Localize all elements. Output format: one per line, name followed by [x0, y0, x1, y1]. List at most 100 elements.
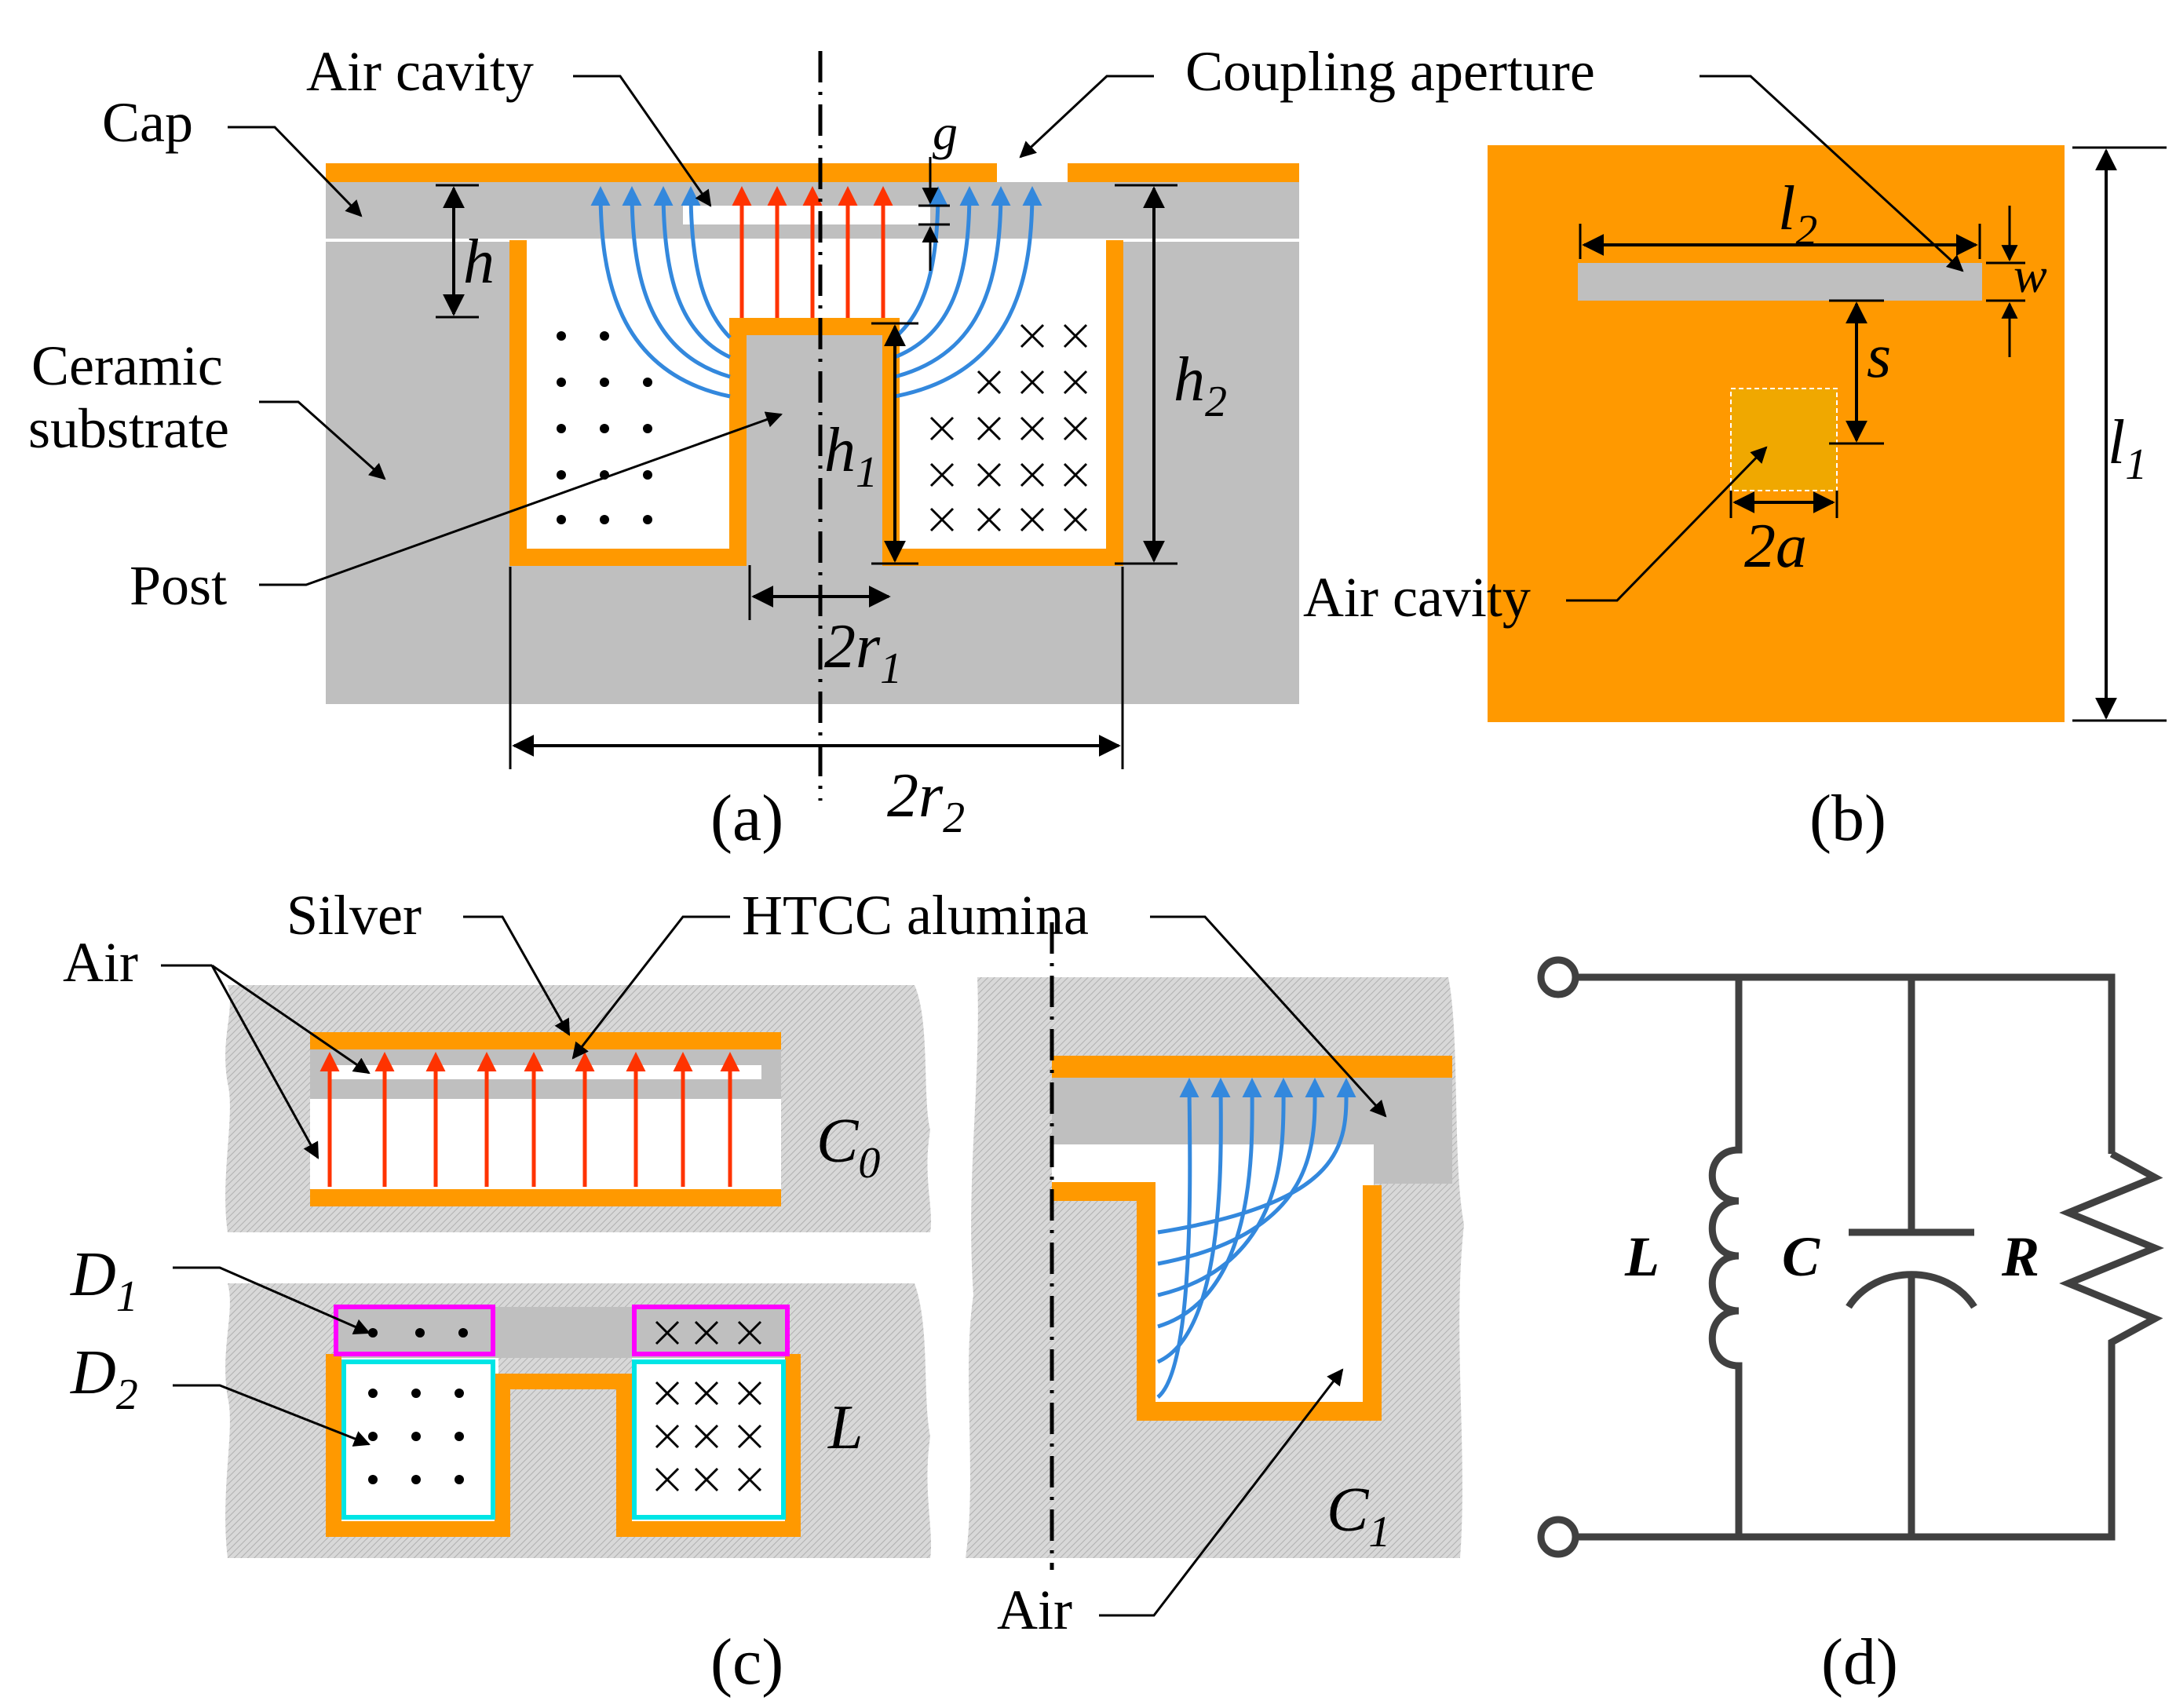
fringing-arrow	[1156, 1078, 1199, 1399]
dim-l1-label: l1	[2108, 408, 2147, 489]
fringing-arrow	[1156, 1078, 1231, 1364]
c0-air-gap	[330, 1065, 761, 1081]
field-dot	[557, 515, 566, 524]
label-silver: Silver	[287, 884, 422, 947]
field-cross	[1020, 370, 1045, 395]
fringing-arrow	[894, 186, 1011, 379]
terminal-top	[1537, 956, 1579, 998]
dim-w-label: w	[2014, 247, 2047, 303]
field-cross	[1020, 323, 1045, 349]
field-cross	[694, 1467, 719, 1492]
field-dot	[600, 424, 609, 433]
field-dot	[600, 378, 609, 387]
field-cross	[977, 370, 1002, 395]
field-cross	[1063, 507, 1088, 532]
c1-fringing-arrows	[1156, 1078, 1356, 1399]
field-dot	[600, 515, 609, 524]
l-left-cavity	[334, 1358, 498, 1527]
fringing-arrow	[1157, 1078, 1294, 1297]
l-right-cavity	[632, 1358, 789, 1527]
wire-bottom	[1575, 1358, 2116, 1541]
coupling-slot	[1578, 263, 1982, 301]
field-dot	[455, 1389, 464, 1398]
field-cross	[929, 462, 955, 487]
dim-h-label: h	[463, 228, 495, 297]
cap-silver-right	[1068, 163, 1299, 182]
label-cap: Cap	[102, 91, 193, 154]
label-capacitor: C	[1782, 1225, 1820, 1288]
label-d2: D2	[70, 1338, 138, 1419]
resistor	[2059, 1151, 2164, 1358]
dim-h2-label: h2	[1174, 345, 1227, 426]
field-cross	[694, 1381, 719, 1406]
field-dot	[415, 1328, 425, 1338]
label-air-top: Air	[63, 931, 138, 994]
c0-top-silver	[310, 1032, 781, 1049]
field-dot	[458, 1328, 468, 1338]
field-cross	[929, 507, 955, 532]
electric-field-arrows	[732, 186, 893, 318]
caption-c: (c)	[710, 1626, 783, 1699]
fringing-arrow	[1157, 1078, 1325, 1266]
label-c1: C1	[1327, 1476, 1390, 1557]
field-cross	[1020, 507, 1045, 532]
fringing-arrow	[681, 186, 732, 339]
label-coupling-aperture: Coupling aperture	[1185, 40, 1595, 103]
l-ceramic	[334, 1307, 789, 1358]
panel-b: l2 w s 2a l1 Air cavity (b)	[1303, 75, 2167, 855]
label-c0: C0	[816, 1107, 880, 1188]
field-dot	[557, 331, 566, 341]
terminal-bottom	[1537, 1516, 1579, 1558]
label-air-cavity: Air cavity	[306, 40, 534, 103]
field-dot	[643, 470, 652, 480]
dim-2r1-label: 2r1	[824, 612, 902, 693]
field-dot	[368, 1432, 378, 1441]
dim-2a-label: 2a	[1744, 512, 1807, 581]
field-dot	[557, 470, 566, 480]
field-cross	[694, 1424, 719, 1449]
d2-right-box	[632, 1359, 786, 1520]
label-d1: D1	[70, 1240, 138, 1321]
label-post: Post	[130, 554, 227, 617]
c0-field-arrows	[319, 1052, 740, 1187]
dim-s-label: s	[1867, 322, 1891, 391]
label-htcc: HTCC alumina	[742, 884, 1089, 947]
field-dot	[455, 1432, 464, 1441]
label-air-cavity-b: Air cavity	[1303, 566, 1531, 629]
wire-top	[1575, 973, 2116, 1154]
field-dot	[600, 331, 609, 341]
field-cross	[737, 1381, 762, 1406]
field-dot	[411, 1475, 421, 1484]
dim-2r2-label: 2r2	[887, 761, 965, 842]
field-dot	[643, 424, 652, 433]
field-cross	[1020, 462, 1045, 487]
field-dot	[557, 378, 566, 387]
field-dot	[643, 378, 652, 387]
field-cross	[737, 1424, 762, 1449]
label-resistor: R	[2001, 1225, 2039, 1288]
dim-h1-label: h1	[824, 416, 878, 497]
field-cross	[655, 1424, 680, 1449]
c1-silver-wall	[1052, 1182, 1382, 1421]
c1-top-silver	[1052, 1056, 1452, 1078]
field-cross	[977, 507, 1002, 532]
field-dot	[455, 1475, 464, 1484]
field-cross	[737, 1467, 762, 1492]
panel-d	[1537, 956, 2164, 1558]
field-cross	[1063, 416, 1088, 441]
cavity-wall	[509, 240, 1123, 566]
field-cross	[1020, 416, 1045, 441]
caption-b: (b)	[1809, 782, 1886, 855]
c0-air	[310, 1099, 781, 1189]
field-cross	[1063, 323, 1088, 349]
l-dots	[368, 1328, 468, 1484]
label-l: L	[827, 1393, 863, 1462]
field-cross	[1063, 370, 1088, 395]
fringing-field-arrows	[590, 186, 1042, 399]
field-dot	[368, 1389, 378, 1398]
d1-right-box	[632, 1305, 790, 1356]
field-cross	[694, 1320, 719, 1345]
magnetic-field-crosses	[929, 323, 1088, 532]
field-cross	[737, 1320, 762, 1345]
